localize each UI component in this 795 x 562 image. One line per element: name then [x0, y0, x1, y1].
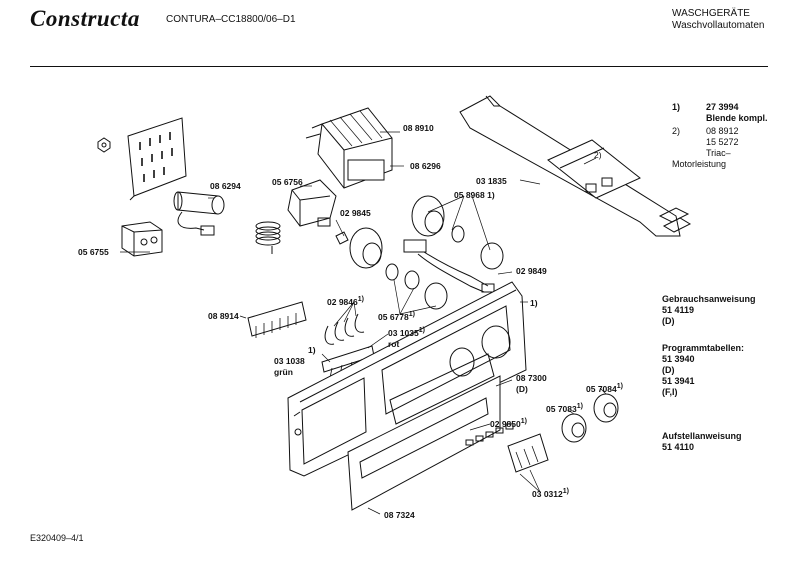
label-part-087324: 08 7324 [384, 510, 415, 520]
footnote-1-part: 27 3994 [706, 102, 739, 112]
category-line-2: Waschvollautomaten [672, 20, 765, 31]
part-057083-note: 1) [576, 403, 583, 410]
label-panel-note: 1) [530, 298, 538, 308]
part-057083-number: 05 7083 [546, 403, 577, 414]
selector-switch [287, 179, 337, 227]
part-029850-number: 02 9850 [490, 418, 521, 429]
brand-logo: Constructa [30, 6, 140, 31]
footnote-2-marker: 2) [672, 126, 681, 136]
part-056778-note: 1) [408, 311, 415, 318]
label-part-086294: 08 6294 [210, 181, 241, 191]
label-part-086296: 08 6296 [410, 161, 441, 171]
coil-spring [255, 221, 281, 254]
doc-program-title: Programmtabellen: [662, 343, 745, 353]
slide-cover [347, 375, 501, 511]
category-line-1: WASCHGERÄTE [672, 8, 750, 19]
doc-program-lang-1: (D) [662, 365, 675, 375]
doc-program-tables: Programmtabellen: 51 3940 (D) 51 3941 (F… [662, 343, 744, 398]
doc-install-title: Aufstellanweisung [662, 431, 742, 441]
part-057084-note: 1) [616, 383, 623, 390]
clip-springs [324, 313, 365, 345]
mounting-bracket [459, 95, 692, 237]
label-part-057083: 05 70831) [546, 403, 583, 414]
label-part-058968: 05 8968 1) [454, 190, 495, 200]
part-056778-number: 05 6778 [378, 311, 409, 322]
part-058968-number: 05 8968 [454, 190, 485, 200]
label-part-029845: 02 9845 [340, 208, 371, 218]
footer-code: E320409–4/1 [30, 533, 84, 543]
label-part-031835: 03 1835 [476, 176, 507, 186]
doc-install-number: 51 4110 [662, 442, 695, 452]
label-part-087300-lang: (D) [516, 384, 528, 394]
label-color-rot: rot [388, 339, 400, 349]
part-031035-number: 03 1035 [388, 327, 419, 338]
small-spring [335, 231, 349, 245]
label-part-031035: 03 10351) [388, 327, 425, 338]
rotary-knobs [561, 393, 619, 443]
label-part-031038-note: 1) [308, 345, 316, 355]
label-board-note: 2) [594, 150, 602, 160]
label-part-088914: 08 8914 [208, 311, 239, 321]
relay-block [121, 221, 163, 257]
doc-manual-lang: (D) [662, 316, 675, 326]
part-057084-number: 05 7084 [586, 383, 617, 394]
footnote-2-desc-1: Triac– [706, 148, 731, 158]
part-029846-number: 02 9846 [327, 296, 358, 307]
footnote-2-desc-2: Motorleistung [672, 159, 727, 169]
header-divider [30, 66, 768, 67]
connector-cable [403, 239, 495, 293]
doc-program-number-2: 51 3941 [662, 376, 695, 386]
part-029846-note: 1) [357, 296, 364, 303]
part-030312-note: 1) [562, 488, 569, 495]
label-part-056755: 05 6755 [78, 247, 109, 257]
doc-install: Aufstellanweisung 51 4110 [662, 431, 742, 453]
footnote-2-part-1: 08 8912 [706, 126, 739, 136]
doc-manual: Gebrauchsanweisung 51 4119 (D) [662, 294, 756, 327]
button-inserts [465, 423, 514, 446]
part-031035-note: 1) [418, 327, 425, 334]
doc-program-number-1: 51 3940 [662, 354, 695, 364]
label-part-029849: 02 9849 [516, 266, 547, 276]
footnote-1: 1) 27 3994 Blende kompl. [672, 102, 768, 124]
footnote-1-marker: 1) [672, 102, 681, 112]
footnote-1-desc: Blende kompl. [706, 113, 768, 123]
leader-lines [120, 131, 607, 515]
label-part-057084: 05 70841) [586, 383, 623, 394]
label-part-056778: 05 67781) [378, 311, 415, 322]
mounting-plate [127, 117, 187, 201]
hex-nut [97, 137, 111, 153]
document-title: CONTURA–CC18800/06–D1 [166, 14, 296, 25]
label-part-029846: 02 98461) [327, 296, 364, 307]
part-029850-note: 1) [520, 418, 527, 425]
doc-manual-title: Gebrauchsanweisung [662, 294, 756, 304]
label-part-087300: 08 7300 [516, 373, 547, 383]
doc-program-lang-2: (F,I) [662, 387, 678, 397]
footnote-2: 2) 08 8912 15 5272 Triac– Motorleistung [672, 126, 739, 170]
part-058968-note: 1) [487, 190, 495, 200]
terminal-strip [247, 301, 307, 338]
doc-manual-number: 51 4119 [662, 305, 695, 315]
label-color-gruen: grün [274, 367, 293, 377]
label-part-029850: 02 98501) [490, 418, 527, 429]
label-part-056756: 05 6756 [272, 177, 303, 187]
label-part-030312: 03 03121) [532, 488, 569, 499]
footnote-2-part-2: 15 5272 [706, 137, 739, 147]
part-030312-number: 03 0312 [532, 488, 563, 499]
label-part-088910: 08 8910 [403, 123, 434, 133]
program-timer [305, 107, 393, 189]
front-panel [287, 281, 527, 477]
switch-module [507, 433, 549, 473]
knob-caps [349, 195, 504, 310]
label-part-031038: 03 1038 [274, 356, 305, 366]
capacitor [173, 191, 225, 236]
category-block: WASCHGERÄTE Waschvollautomaten [672, 8, 764, 32]
